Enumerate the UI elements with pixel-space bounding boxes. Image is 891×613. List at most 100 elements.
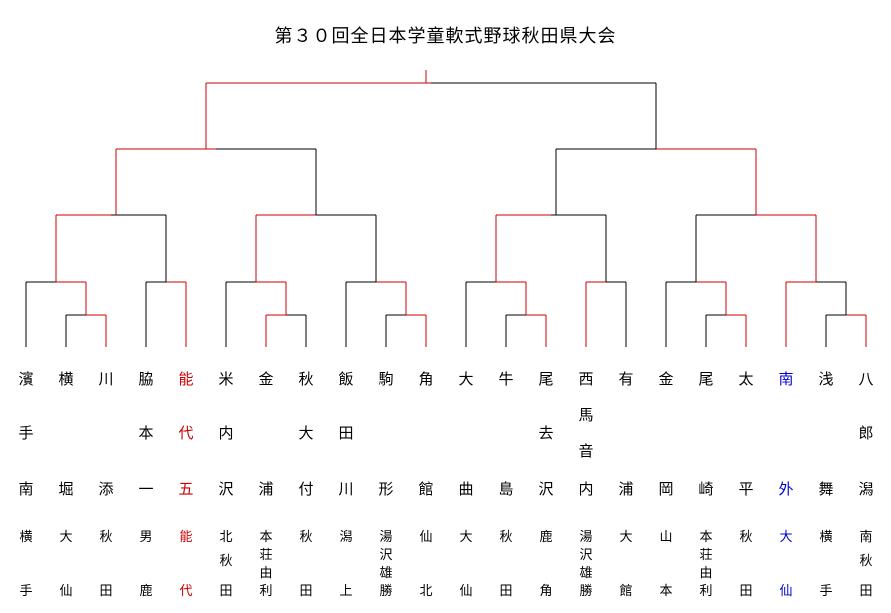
school-name-char: 飯 [338,370,354,388]
school-name-char: 秋 [298,370,314,388]
region-name-char: 能 [179,530,193,545]
region-name-char: 沢 [379,548,393,563]
school-name-char: 手 [18,424,34,442]
school-name-char: 内 [218,424,234,442]
school-name-char: 大 [298,424,314,442]
school-name-char: 岡 [658,480,674,498]
school-name-char: 金 [658,370,674,388]
school-name-char: 太 [738,370,754,388]
school-name-char: 沢 [538,480,554,498]
region-name-char: 仙 [419,530,433,545]
school-name-char: 有 [618,370,634,388]
school-name-char: 能 [178,370,194,388]
region-name-char: 山 [659,530,673,545]
school-name-char: 八 [858,370,874,388]
school-name-char: 尾 [698,370,714,388]
region-name-char: 大 [459,530,473,545]
region-name-char: 男 [139,530,153,545]
region-name-char: 荘 [259,548,273,563]
region-name-char: 上 [339,584,353,599]
region-name-char: 角 [539,584,553,599]
region-name-char: 由 [259,566,273,581]
region-name-char: 田 [739,584,753,599]
region-name-char: 手 [19,584,33,599]
school-name-char: 郎 [858,424,874,442]
region-name-char: 本 [699,530,713,545]
school-name-char: 潟 [858,480,874,498]
region-name-char: 沢 [579,548,593,563]
region-name-char: 大 [779,530,793,545]
region-name-char: 秋 [499,530,513,545]
school-name-char: 浦 [618,480,634,498]
school-name-char: 外 [778,480,794,498]
region-name-char: 北 [419,584,433,599]
school-name-char: 大 [458,370,474,388]
region-name-char: 利 [259,584,273,599]
region-name-char: 田 [859,584,873,599]
school-name-char: 舞 [818,480,834,498]
school-name-char: 館 [418,480,434,498]
region-name-char: 田 [499,584,513,599]
region-name-char: 鹿 [139,584,153,599]
region-name-char: 北 [219,530,233,545]
school-name-char: 代 [178,424,194,442]
school-name-char: 尾 [538,370,554,388]
region-name-char: 田 [299,584,313,599]
region-name-char: 勝 [579,584,593,599]
school-name-char: 去 [538,424,554,442]
region-name-char: 秋 [99,530,113,545]
school-name-char: 添 [98,480,114,498]
school-name-char: 田 [338,424,354,442]
school-name-char: 馬 [578,406,594,424]
school-name-char: 西 [578,370,594,388]
school-name-char: 川 [98,370,114,388]
region-name-char: 仙 [779,584,793,599]
school-name-char: 一 [138,480,154,498]
region-name-char: 田 [219,584,233,599]
region-name-char: 横 [19,530,33,545]
region-name-char: 由 [699,566,713,581]
region-name-char: 仙 [459,584,473,599]
school-name-char: 浅 [818,370,834,388]
region-name-char: 本 [259,530,273,545]
region-name-char: 大 [59,530,73,545]
school-name-char: 川 [338,480,354,498]
school-name-char: 横 [58,370,74,388]
region-name-char: 鹿 [539,530,553,545]
school-name-char: 音 [578,442,594,460]
region-name-char: 秋 [859,554,873,569]
region-name-char: 横 [819,530,833,545]
region-name-char: 大 [619,530,633,545]
region-name-char: 湯 [579,530,593,545]
school-name-char: 牛 [498,370,514,388]
region-name-char: 雄 [379,566,393,581]
school-name-char: 南 [18,480,34,498]
school-name-char: 平 [738,480,754,498]
school-name-char: 付 [298,480,314,498]
school-name-char: 沢 [218,480,234,498]
school-name-char: 本 [138,424,154,442]
region-name-char: 雄 [579,566,593,581]
region-name-char: 湯 [379,530,393,545]
school-name-char: 脇 [138,370,154,388]
region-name-char: 仙 [59,584,73,599]
region-name-char: 勝 [379,584,393,599]
school-name-char: 曲 [458,480,474,498]
school-name-char: 駒 [378,370,394,388]
school-name-char: 内 [578,480,594,498]
region-name-char: 館 [619,584,633,599]
school-name-char: 堀 [58,480,74,498]
region-name-char: 潟 [339,530,353,545]
school-name-char: 浦 [258,480,274,498]
school-name-char: 島 [498,480,514,498]
school-name-char: 形 [378,480,394,498]
region-name-char: 秋 [299,530,313,545]
region-name-char: 秋 [739,530,753,545]
region-name-char: 利 [699,584,713,599]
region-name-char: 代 [179,584,193,599]
region-name-char: 手 [819,584,833,599]
region-name-char: 南 [859,530,873,545]
school-name-char: 米 [218,370,234,388]
school-name-char: 五 [178,480,194,498]
school-name-char: 濱 [18,370,34,388]
